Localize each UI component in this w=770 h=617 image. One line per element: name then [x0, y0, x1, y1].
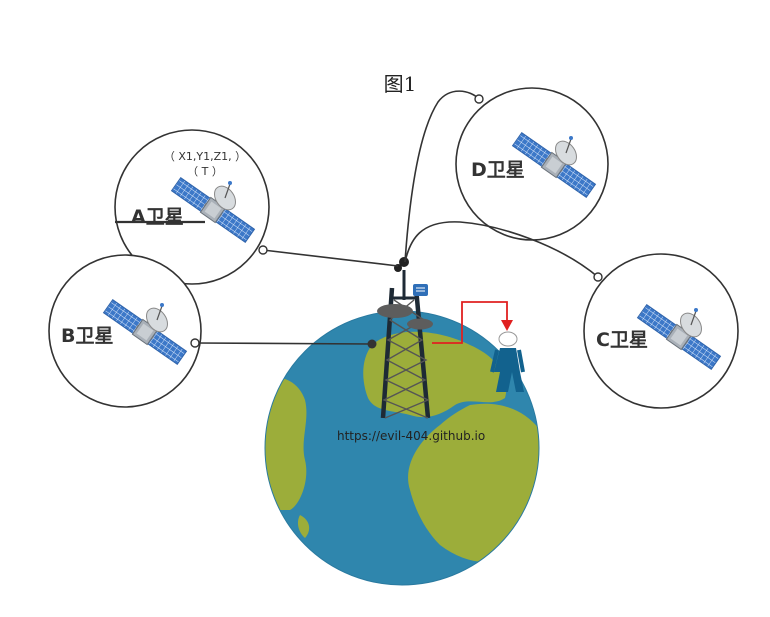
- tower-input-dot: [367, 339, 377, 349]
- satellite-c-label: C卫星: [596, 329, 648, 351]
- figure-title: 图1: [383, 72, 417, 96]
- satellite-b-label: B卫星: [61, 325, 114, 347]
- connector-b: [195, 342, 373, 345]
- satellite-a-circle: [114, 129, 270, 285]
- satellite-b-circle: [48, 254, 202, 408]
- person-icon: [490, 331, 525, 392]
- connector-a: [262, 249, 399, 267]
- connector-a-endpoint: [258, 245, 268, 255]
- satellite-d-label: D卫星: [471, 159, 525, 181]
- satellite-a-label: A卫星: [131, 206, 184, 228]
- signal-line: [432, 301, 508, 344]
- satellite-a-time: （ T ）: [187, 165, 223, 178]
- connector-b-endpoint: [190, 338, 200, 348]
- connector-c-endpoint: [593, 272, 603, 282]
- watermark-url: https://evil-404.github.io: [337, 429, 486, 443]
- signal-arrow: [501, 320, 513, 331]
- connector-c: [404, 221, 599, 278]
- satellite-a-coordinates: （ X1,Y1,Z1, ）: [163, 150, 247, 163]
- connector-d-endpoint: [474, 94, 484, 104]
- connector-d: [404, 90, 480, 263]
